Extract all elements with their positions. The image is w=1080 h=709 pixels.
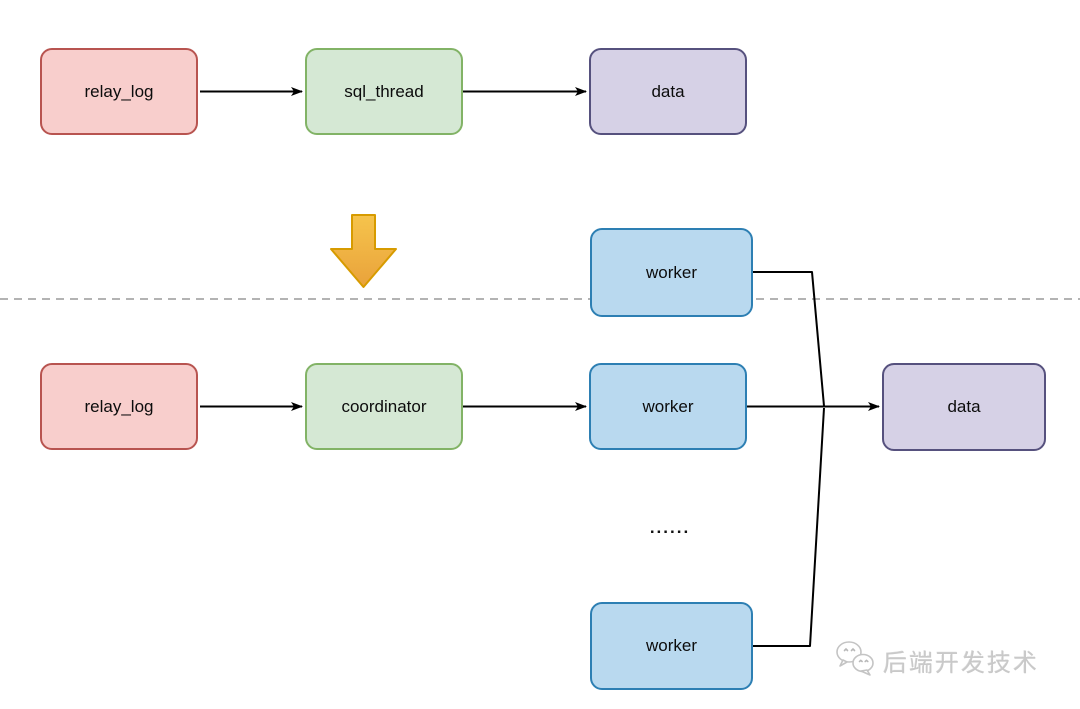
node-sql-thread-label: sql_thread — [344, 81, 424, 101]
connector-worker-bottom-merge — [753, 407, 825, 647]
node-coordinator: coordinator — [305, 363, 463, 450]
transform-down-arrow-icon — [330, 214, 397, 288]
node-worker-middle-label: worker — [642, 396, 694, 416]
node-worker-middle: worker — [589, 363, 747, 450]
node-data-bottom-label: data — [947, 397, 981, 416]
watermark: 后端开发技术 — [834, 638, 1039, 682]
node-coordinator-label: coordinator — [341, 396, 427, 416]
node-worker-bottom-label: worker — [645, 636, 697, 655]
connector-worker-top-merge — [753, 271, 825, 407]
watermark-text: 后端开发技术 — [883, 649, 1039, 677]
workers-ellipsis: ...... — [649, 518, 691, 537]
node-relay-log-bottom: relay_log — [40, 363, 198, 450]
node-data-top-label: data — [651, 81, 685, 101]
node-worker-top-label: worker — [645, 262, 697, 282]
node-worker-bottom: worker — [590, 602, 753, 690]
node-relay-log-top-label: relay_log — [84, 81, 154, 101]
node-relay-log-top: relay_log — [40, 48, 198, 135]
node-sql-thread: sql_thread — [305, 48, 463, 135]
node-relay-log-bottom-label: relay_log — [84, 396, 154, 416]
node-worker-top: worker — [590, 228, 753, 317]
node-data-top: data — [589, 48, 747, 135]
wechat-icon — [836, 641, 874, 676]
node-data-bottom: data — [882, 363, 1046, 451]
